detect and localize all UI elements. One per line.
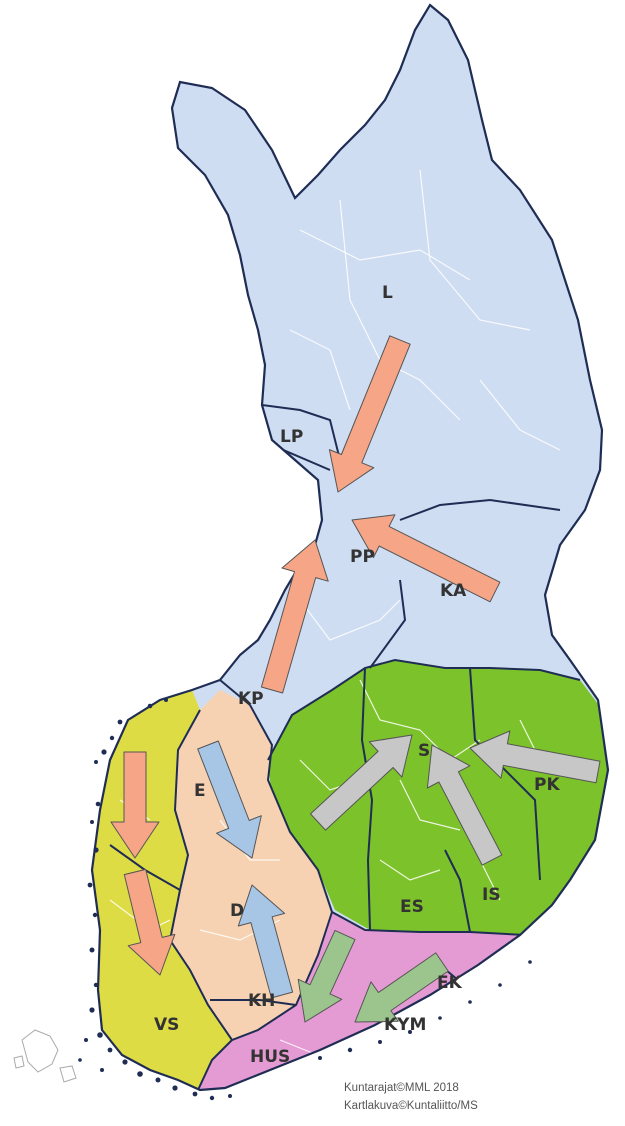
arrow-ns-to-s [310, 734, 413, 831]
arrow-kp-to-oulu [260, 539, 329, 694]
credit-line-2: Kartlakuva©Kuntaliitto/MS [344, 1100, 478, 1112]
region-label-lp: LP [280, 427, 303, 447]
region-label-vs: VS [154, 1015, 179, 1035]
region-labels: L LP PP KA KP E S PK D ES IS KH EK KYM V… [154, 283, 560, 1067]
region-label-kh: KH [248, 991, 275, 1011]
arrow-paijat-to-hus [297, 929, 356, 1023]
region-label-l: L [382, 283, 393, 303]
archipelago-dots [78, 698, 532, 1101]
arrow-is-to-s [426, 744, 503, 866]
aland-islands [13, 1029, 77, 1083]
arrow-e-to-d [197, 740, 262, 859]
region-label-is: IS [482, 885, 501, 905]
region-label-es: ES [400, 897, 424, 917]
arrow-kh-to-d [237, 884, 294, 999]
arrow-satakunta-down [123, 868, 176, 976]
region-label-hus: HUS [250, 1047, 290, 1067]
region-label-pp: PP [350, 547, 375, 567]
region-label-d: D [230, 901, 244, 921]
region-label-e: E [194, 781, 206, 801]
credit-line-1: Kuntarajat©MML 2018 [344, 1082, 459, 1094]
arrow-ka-to-oulu [351, 514, 501, 603]
region-label-kym: KYM [384, 1015, 426, 1035]
region-label-ka: KA [440, 581, 467, 601]
arrow-ek-to-hus [354, 952, 449, 1023]
migration-arrows [110, 335, 601, 1023]
region-label-s: S [418, 741, 430, 761]
region-label-kp: KP [238, 689, 264, 709]
region-label-ek: EK [437, 973, 463, 993]
region-label-pk: PK [534, 775, 560, 795]
arrow-pk-to-s [469, 730, 601, 784]
arrow-south-ostrobothnia-down [110, 751, 160, 859]
arrow-l-to-oulu [328, 335, 411, 493]
